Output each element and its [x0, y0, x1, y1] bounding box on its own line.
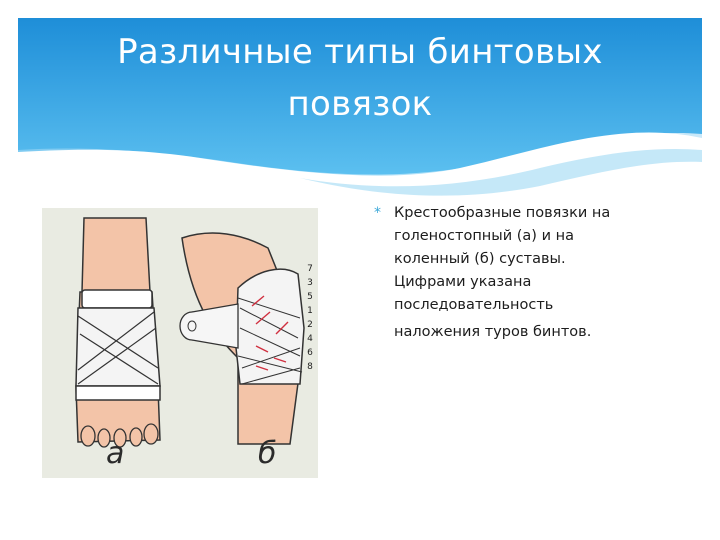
figure-label-b: б: [258, 436, 277, 471]
header-wave-background: [18, 18, 702, 196]
sequence-number: 4: [307, 334, 313, 344]
bullet-list: * Крестообразные повязки на голеностопны…: [374, 202, 674, 344]
sequence-number: 1: [307, 306, 313, 316]
bullet-marker: *: [374, 205, 381, 221]
figure-label-a: а: [106, 436, 125, 471]
bullet-text-last-line: наложения туров бинтов.: [394, 324, 592, 340]
bandage-drawing: [75, 217, 305, 448]
knee-sequence-numbers: 7 3 5 1 2 4 6 8: [304, 262, 316, 374]
ankle-bandage-drawing: [75, 217, 161, 448]
sequence-number: 7: [307, 264, 313, 274]
knee-bandage-drawing: [179, 232, 305, 445]
sequence-number: 5: [307, 292, 313, 302]
sequence-number: 3: [307, 278, 313, 288]
sequence-number: 8: [307, 362, 313, 372]
slide-title: Различные типы бинтовых повязок: [117, 32, 603, 124]
bandage-illustration: 7 3 5 1 2 4 6 8 а б: [42, 208, 318, 478]
sequence-number: 6: [307, 348, 313, 358]
sequence-number: 2: [307, 320, 313, 330]
bullet-text: Крестообразные повязки на голеностопный …: [394, 205, 611, 313]
